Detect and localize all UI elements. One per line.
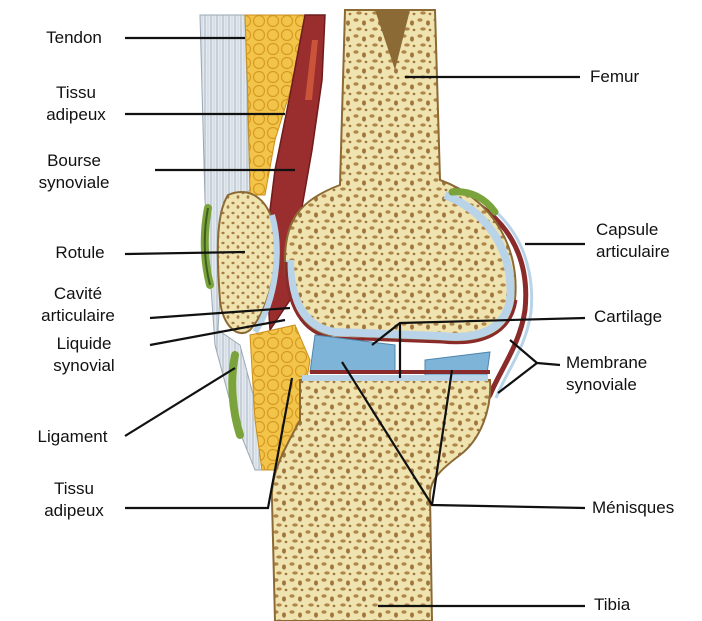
label-femur-text: Femur: [590, 66, 639, 88]
label-rotule: Rotule: [40, 242, 120, 264]
label-menisques-text: Ménisques: [592, 497, 674, 519]
label-tissu-adipeux-top-line2: adipeux: [32, 104, 120, 126]
label-tissu-adipeux-top-line1: Tissu: [32, 82, 120, 104]
label-menisques: Ménisques: [592, 497, 674, 519]
label-capsule-articulaire: Capsule articulaire: [596, 219, 670, 263]
leader-tissu-adipeux-bottom: [125, 378, 292, 508]
leader-cartilage: [372, 318, 585, 345]
label-ligament: Ligament: [20, 426, 125, 448]
label-cartilage: Cartilage: [594, 306, 662, 328]
label-cavite-articulaire: Cavité articulaire: [8, 283, 148, 327]
label-tendon-text: Tendon: [30, 27, 118, 49]
leader-liquide: [150, 320, 285, 345]
leader-menisques-2: [432, 370, 452, 505]
label-capsule-line2: articulaire: [596, 241, 670, 263]
leader-rotule: [125, 252, 245, 254]
label-bourse-line2: synoviale: [14, 172, 134, 194]
label-cartilage-text: Cartilage: [594, 306, 662, 328]
leader-cavite: [150, 308, 290, 318]
label-tissu-adipeux-bottom-line1: Tissu: [30, 478, 118, 500]
label-femur: Femur: [590, 66, 639, 88]
leader-menisques: [342, 362, 585, 508]
label-membrane-line1: Membrane: [566, 352, 647, 374]
label-tibia-text: Tibia: [594, 594, 630, 616]
label-membrane-synoviale: Membrane synoviale: [566, 352, 647, 396]
leader-ligament: [125, 368, 235, 436]
label-liquide-line2: synovial: [24, 355, 144, 377]
label-bourse-line1: Bourse: [14, 150, 134, 172]
label-ligament-text: Ligament: [20, 426, 125, 448]
label-tissu-adipeux-top: Tissu adipeux: [32, 82, 120, 126]
label-cavite-line2: articulaire: [8, 305, 148, 327]
label-tendon: Tendon: [30, 27, 118, 49]
label-membrane-line2: synoviale: [566, 374, 647, 396]
label-liquide-line1: Liquide: [24, 333, 144, 355]
label-capsule-line1: Capsule: [596, 219, 670, 241]
label-liquide-synovial: Liquide synovial: [24, 333, 144, 377]
label-tibia: Tibia: [594, 594, 630, 616]
label-tissu-adipeux-bottom: Tissu adipeux: [30, 478, 118, 522]
leader-membrane: [498, 340, 537, 393]
label-bourse-synoviale: Bourse synoviale: [14, 150, 134, 194]
label-tissu-adipeux-bottom-line2: adipeux: [30, 500, 118, 522]
leader-membrane-2: [537, 363, 560, 365]
label-cavite-line1: Cavité: [8, 283, 148, 305]
label-rotule-text: Rotule: [40, 242, 120, 264]
